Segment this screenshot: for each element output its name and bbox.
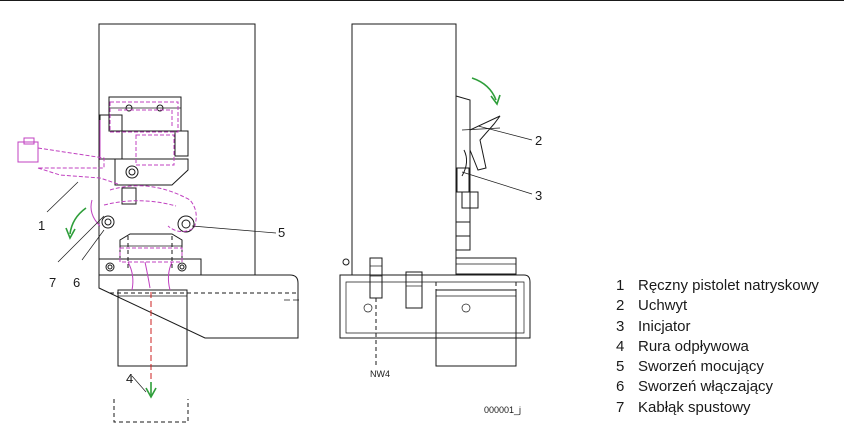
callout-1: 1 — [38, 218, 45, 233]
legend: 1 Ręczny pistolet natryskowy 2 Uchwyt 3 … — [616, 276, 819, 418]
legend-number: 3 — [616, 317, 625, 335]
legend-number: 5 — [616, 358, 625, 376]
callout-4: 4 — [126, 371, 133, 386]
legend-text: Inicjator — [638, 317, 691, 335]
callout-3: 3 — [535, 188, 542, 203]
legend-number: 2 — [616, 297, 625, 315]
legend-item: 7 Kabłąk spustowy — [616, 398, 819, 418]
legend-item: 4 Rura odpływowa — [616, 337, 819, 357]
side-panel — [351, 23, 457, 276]
drawing-number: 000001_j — [484, 405, 521, 415]
rotation-arrow-front — [69, 207, 87, 235]
legend-text: Ręczny pistolet natryskowy — [638, 277, 819, 294]
legend-number: 7 — [616, 398, 625, 416]
callout-7: 7 — [49, 275, 56, 290]
legend-text: Rura odpływowa — [638, 337, 749, 355]
activation-pin — [101, 215, 115, 229]
spray-gun-phantom — [17, 101, 197, 291]
callout-5: 5 — [278, 225, 285, 240]
legend-text: Uchwyt — [638, 297, 688, 315]
callout-2: 2 — [535, 133, 542, 148]
mounting-plate — [98, 258, 202, 276]
legend-number: 1 — [616, 277, 625, 294]
side-base-bracket — [339, 274, 531, 339]
front-support — [117, 289, 188, 367]
holder-bracket — [108, 96, 182, 132]
mounting-pin — [177, 215, 195, 233]
legend-item: 5 Sworzeń mocujący — [616, 357, 819, 377]
legend-text: Sworzeń mocujący — [638, 358, 764, 376]
side-view — [339, 23, 533, 367]
legend-number: 6 — [616, 378, 625, 396]
switch-pin-upper — [125, 165, 139, 179]
legend-item: 3 Inicjator — [616, 317, 819, 337]
drain-pipe — [113, 399, 189, 423]
rotation-arrow-side — [471, 77, 497, 101]
front-base-bracket — [98, 274, 299, 339]
legend-text: Kabłąk spustowy — [638, 398, 751, 416]
legend-item: 6 Sworzeń włączający — [616, 377, 819, 397]
pipe-label: NW4 — [370, 369, 390, 379]
legend-text: Sworzeń włączający — [638, 378, 774, 396]
legend-number: 4 — [616, 337, 625, 355]
legend-item: 1 Ręczny pistolet natryskowy — [616, 276, 819, 296]
legend-item: 2 Uchwyt — [616, 296, 819, 316]
callout-6: 6 — [73, 275, 80, 290]
front-view — [17, 23, 300, 423]
pipe-fitting — [369, 257, 383, 299]
